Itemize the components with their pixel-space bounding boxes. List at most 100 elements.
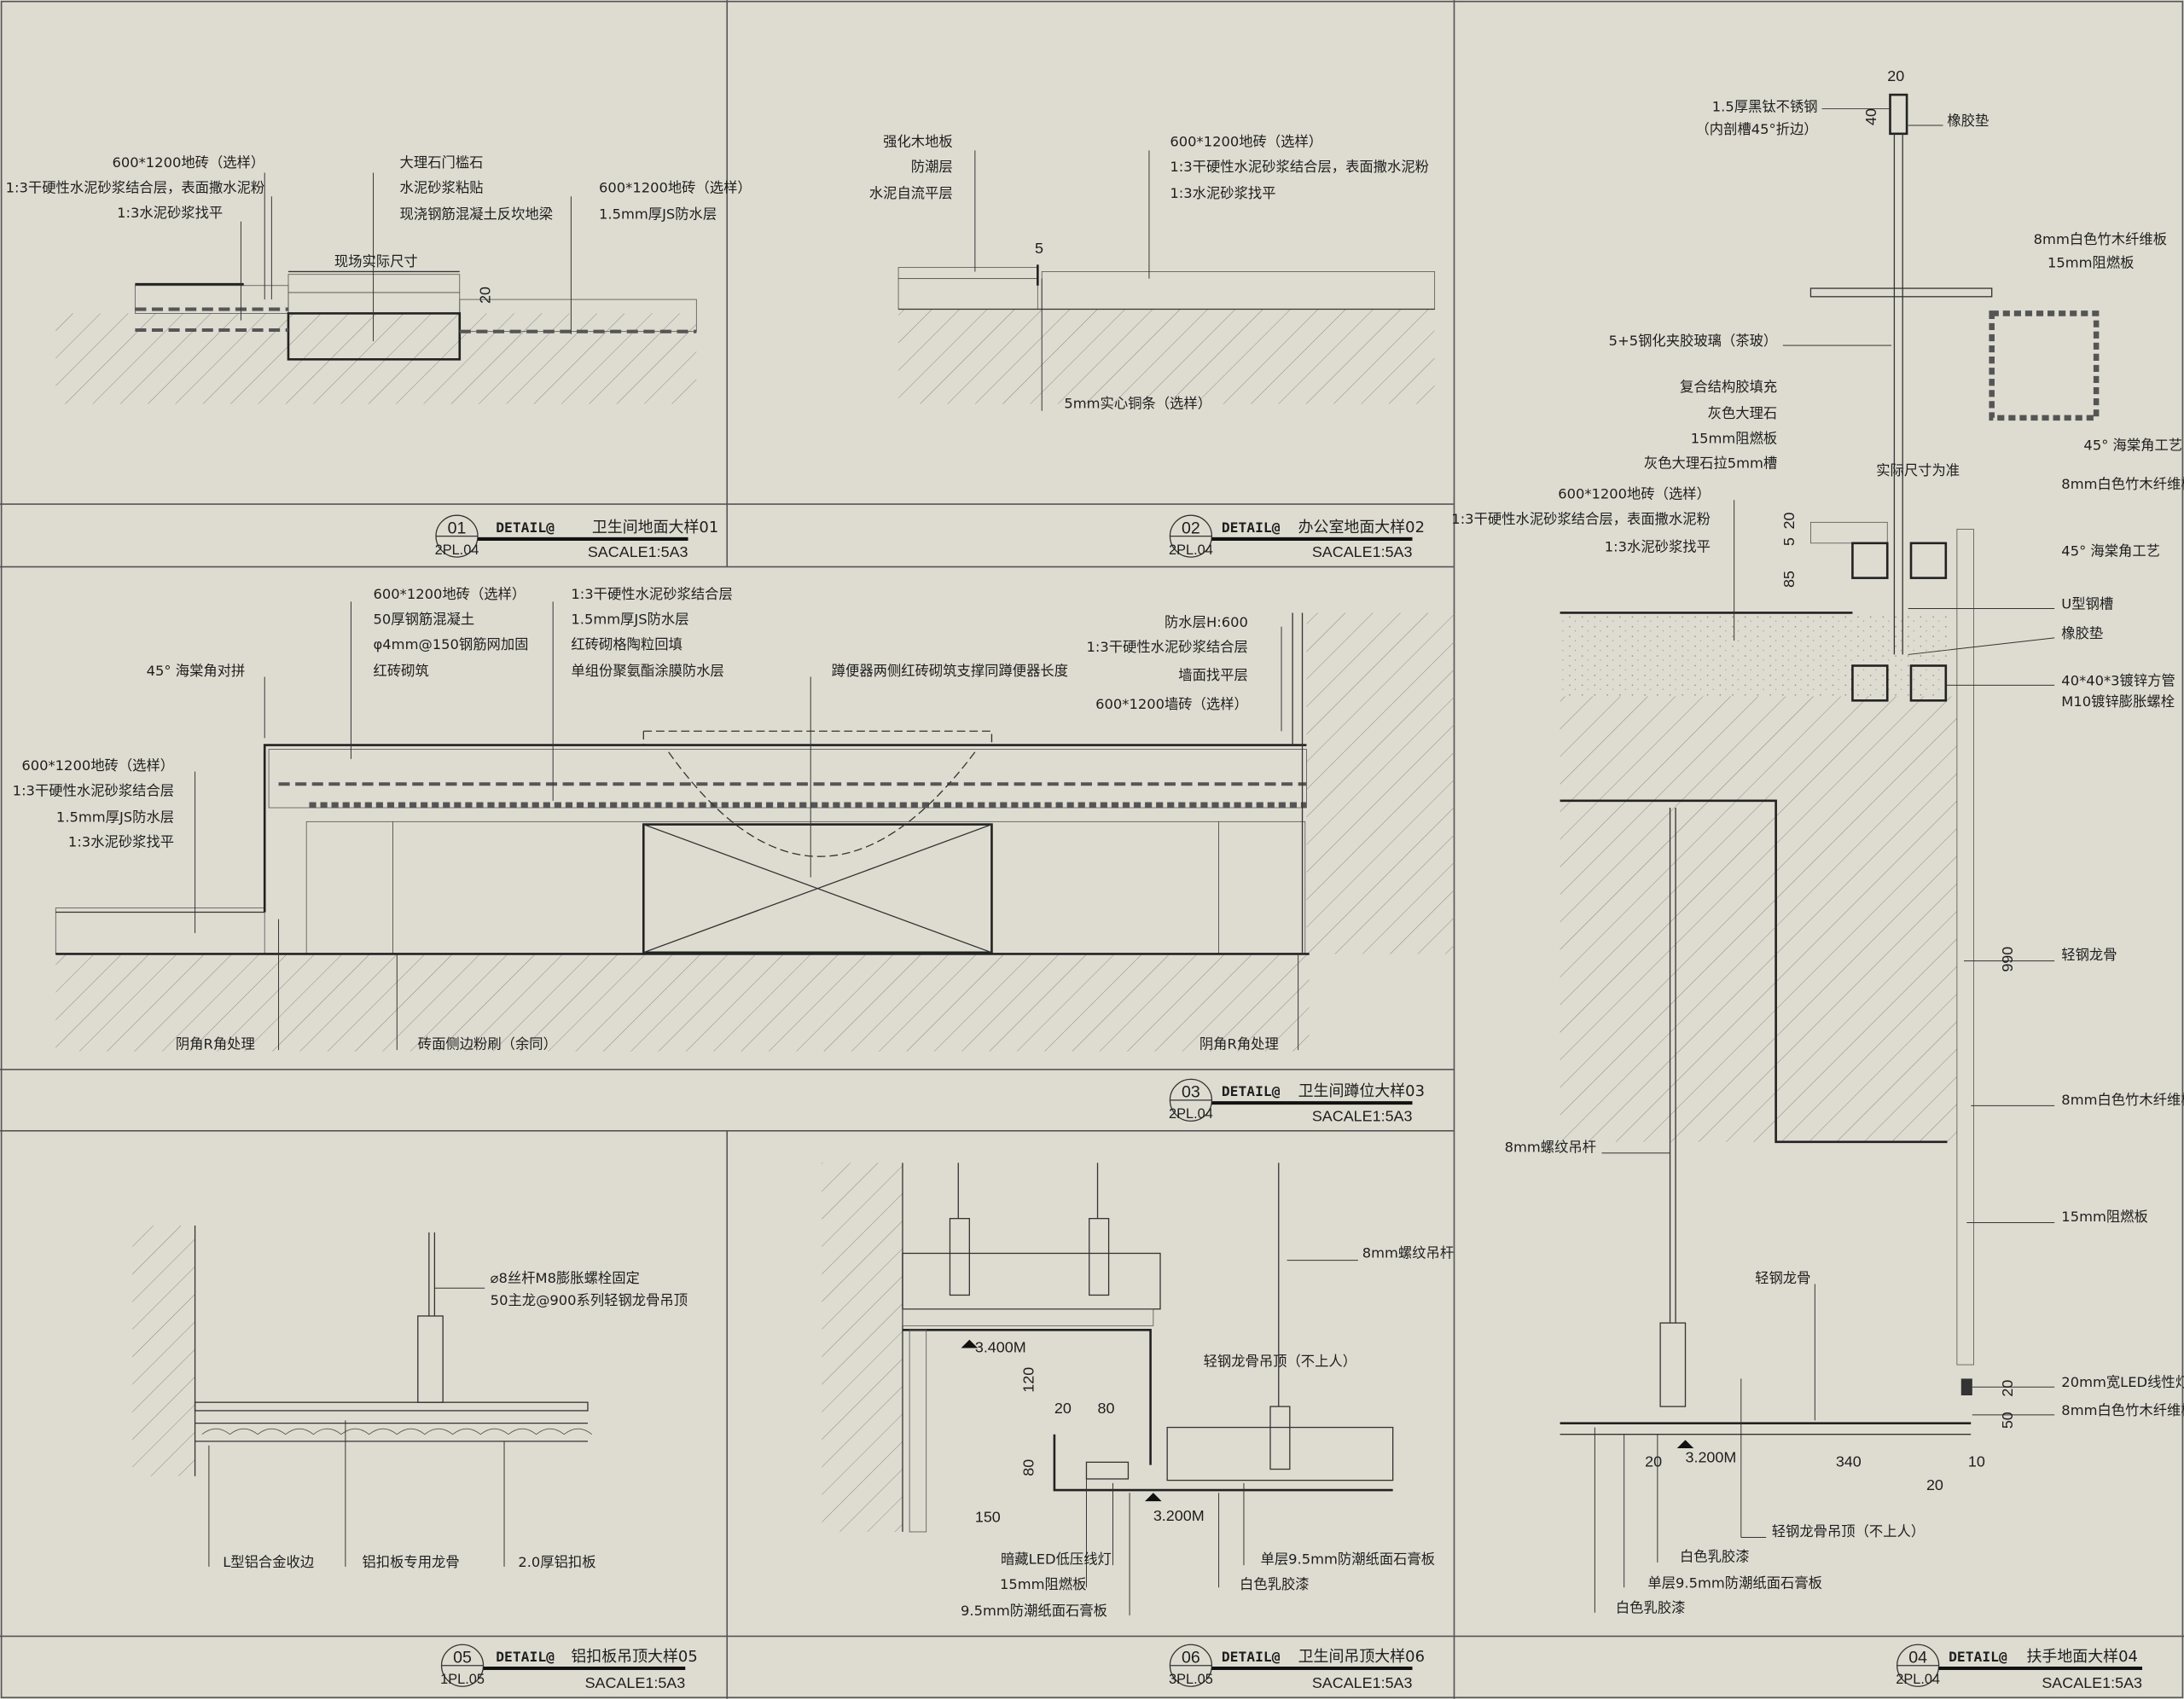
detail-number: 05	[453, 1648, 472, 1667]
label: 1:3水泥砂浆找平	[117, 205, 223, 221]
dimension: 40	[1862, 108, 1879, 125]
dimension: 80	[1098, 1400, 1115, 1417]
label: 8mm白色竹木纤维板	[2061, 1092, 2184, 1108]
label: 单层9.5mm防潮纸面石膏板	[1261, 1551, 1436, 1568]
label: 9.5mm防潮纸面石膏板	[961, 1603, 1107, 1619]
detail-01-title: 01 2PL.04 DETAIL@ 卫生间地面大样01 SACALE1:5A3	[435, 514, 718, 560]
detail-number: 04	[1908, 1648, 1927, 1667]
label: 1:3干硬性水泥砂浆结合层，表面撒水泥粉	[1451, 511, 1711, 527]
label: 8mm螺纹吊杆	[1505, 1139, 1596, 1155]
detail-title: 卫生间吊顶大样06	[1298, 1648, 1425, 1666]
dimension: 20	[477, 287, 494, 304]
label: 1:3水泥砂浆找平	[68, 834, 174, 850]
label: 45° 海棠角工艺	[2061, 543, 2160, 560]
label: M10镀锌膨胀螺栓	[2061, 693, 2175, 710]
label: 50厚钢筋混凝土	[374, 612, 475, 628]
detail-tag: DETAIL@	[496, 519, 555, 536]
label: 现浇钢筋混凝土反坎地梁	[400, 206, 553, 222]
dimension: 150	[975, 1509, 1001, 1526]
label: 8mm螺纹吊杆	[1362, 1244, 1454, 1261]
detail-title: 卫生间蹲位大样03	[1298, 1082, 1425, 1100]
detail-01-labels: 600*1200地砖（选样） 1:3干硬性水泥砂浆结合层，表面撒水泥粉 1:3水…	[6, 154, 752, 304]
label: 45° 海棠角对拼	[147, 663, 246, 679]
detail-01-drawing	[55, 172, 697, 404]
label: 单组份聚氨酯涂膜防水层	[571, 663, 723, 679]
detail-05-drawing	[132, 1225, 593, 1567]
dimension: 5	[1780, 537, 1798, 546]
label: 橡胶垫	[1947, 113, 1989, 129]
sheet-ref: 1PL.05	[440, 1672, 485, 1687]
dimension: 50	[1999, 1412, 2016, 1429]
dimension: 80	[1019, 1459, 1037, 1476]
label: 轻钢龙骨吊顶（不上人）	[1204, 1354, 1356, 1370]
label: 15mm阻燃板	[2048, 255, 2134, 271]
label: L型铝合金收边	[223, 1554, 314, 1570]
label: 红砖砌格陶粒回填	[571, 636, 682, 652]
label: 40*40*3镀锌方管	[2061, 672, 2175, 688]
label: 砖面侧边粉刷（余同）	[418, 1035, 557, 1052]
label: 600*1200地砖（选样）	[1170, 134, 1322, 150]
label: 单层9.5mm防潮纸面石膏板	[1647, 1574, 1822, 1591]
detail-04-title: 04 2PL.04 DETAIL@ 扶手地面大样04 SACALE1:5A3	[1896, 1644, 2142, 1691]
dimension: 20	[1887, 67, 1904, 84]
label: 防水层H:600	[1165, 614, 1248, 630]
dimension: 85	[1780, 571, 1798, 588]
detail-06-drawing	[822, 1163, 1394, 1615]
detail-title: 扶手地面大样04	[2027, 1648, 2138, 1666]
label: 白色乳胶漆	[1240, 1576, 1310, 1592]
elevation-mark: 3.400M	[975, 1338, 1026, 1355]
detail-title: 铝扣板吊顶大样05	[571, 1648, 697, 1666]
label: 600*1200墙砖（选样）	[1095, 696, 1248, 712]
dimension: 20	[1926, 1476, 1943, 1493]
label: 红砖砌筑	[374, 663, 429, 679]
label: 1:3干硬性水泥砂浆结合层	[1086, 639, 1247, 655]
sheet-ref: 2PL.04	[435, 542, 479, 558]
label: 防潮层	[911, 159, 953, 175]
detail-scale: SACALE1:5A3	[2042, 1674, 2142, 1691]
detail-tag: DETAIL@	[496, 1649, 555, 1665]
label: 1:3水泥砂浆找平	[1605, 539, 1711, 555]
label: 5+5钢化夹胶玻璃（茶玻）	[1609, 333, 1778, 349]
detail-title: 办公室地面大样02	[1298, 519, 1425, 536]
dimension: 20	[1999, 1380, 2016, 1397]
label: 1.5mm厚JS防水层	[599, 206, 717, 222]
detail-scale: SACALE1:5A3	[588, 543, 688, 560]
label: 8mm白色竹木纤维板	[2061, 1402, 2184, 1418]
detail-number: 01	[448, 519, 467, 537]
label: 1:3干硬性水泥砂浆结合层，表面撒水泥粉	[6, 179, 265, 195]
label: 50主龙@900系列轻钢龙骨吊顶	[491, 1292, 688, 1308]
label: φ4mm@150钢筋网加固	[374, 636, 529, 652]
label: （内剖槽45°折边）	[1696, 121, 1818, 137]
detail-02-title: 02 2PL.04 DETAIL@ 办公室地面大样02 SACALE1:5A3	[1169, 514, 1425, 560]
dimension: 340	[1836, 1453, 1862, 1470]
sheet-ref: 2PL.04	[1169, 542, 1213, 558]
dimension: 10	[1968, 1453, 1985, 1470]
label: 大理石门槛石	[400, 154, 484, 171]
label: 橡胶垫	[2061, 625, 2103, 641]
label: 白色乳胶漆	[1616, 1600, 1686, 1616]
label: 5mm实心铜条（选样）	[1064, 395, 1211, 411]
label: 墙面找平层	[1178, 667, 1248, 683]
dimension: 20	[1054, 1400, 1072, 1417]
label: 8mm白色竹木纤维板	[2034, 231, 2167, 247]
elevation-mark: 3.200M	[1686, 1448, 1737, 1465]
label: 实际尺寸为准	[1876, 462, 1960, 478]
sheet-ref: 3PL.05	[1169, 1672, 1213, 1687]
dimension: 20	[1780, 513, 1798, 530]
detail-scale: SACALE1:5A3	[1312, 1674, 1413, 1691]
sheet-ref: 2PL.04	[1169, 1106, 1213, 1122]
dimension: 20	[1645, 1453, 1662, 1470]
label: 灰色大理石	[1708, 405, 1778, 421]
detail-tag: DETAIL@	[1949, 1649, 2007, 1665]
label: 1.5厚黑钛不锈钢	[1712, 99, 1818, 115]
label: 1:3干硬性水泥砂浆结合层	[571, 586, 732, 602]
detail-number: 06	[1182, 1648, 1200, 1667]
detail-04-labels: 1.5厚黑钛不锈钢 （内剖槽45°折边） 橡胶垫 8mm白色竹木纤维板 15mm…	[1451, 67, 2184, 1616]
detail-title: 卫生间地面大样01	[592, 519, 718, 536]
label: 轻钢龙骨	[1755, 1270, 1810, 1286]
sheet-ref: 2PL.04	[1896, 1672, 1940, 1687]
label: 水泥砂浆粘贴	[400, 179, 484, 195]
detail-06-labels: 8mm螺纹吊杆 轻钢龙骨吊顶（不上人） 暗藏LED低压线灯 15mm阻燃板 9.…	[961, 1244, 1454, 1619]
